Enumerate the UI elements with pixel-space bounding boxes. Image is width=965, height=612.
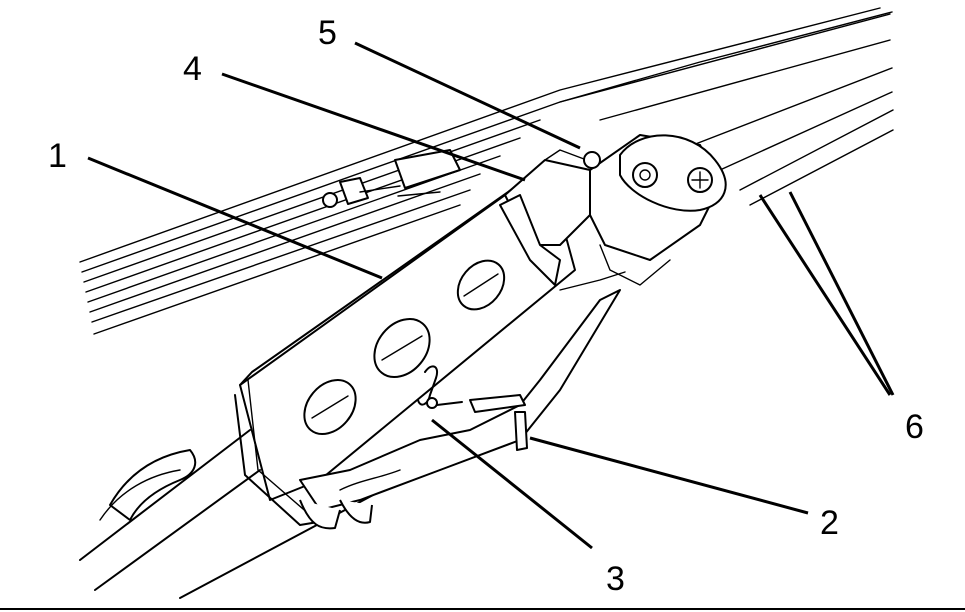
callout-3: 3	[606, 560, 625, 598]
leader-5	[354, 41, 581, 150]
upper-block	[499, 149, 601, 286]
callout-labels: 1 2 3 4 5 6	[48, 14, 924, 598]
callout-4: 4	[183, 50, 202, 88]
leader-1	[87, 156, 383, 280]
leader-2	[529, 436, 809, 515]
leader-6b	[788, 191, 895, 396]
leader-3	[431, 418, 593, 550]
shackle	[559, 134, 727, 291]
leaf-spring-pack	[79, 7, 894, 335]
callout-2: 2	[820, 504, 839, 542]
main-bracket	[234, 184, 576, 526]
spring-fitting	[322, 149, 461, 208]
callout-1: 1	[48, 137, 67, 175]
callout-6: 6	[905, 408, 924, 446]
lower-saddle	[299, 289, 621, 530]
retaining-clip	[417, 365, 463, 409]
leader-lines	[87, 41, 895, 550]
leader-6a	[758, 194, 892, 396]
callout-5: 5	[318, 14, 337, 52]
locking-pin	[469, 394, 528, 451]
leader-4	[221, 72, 526, 182]
